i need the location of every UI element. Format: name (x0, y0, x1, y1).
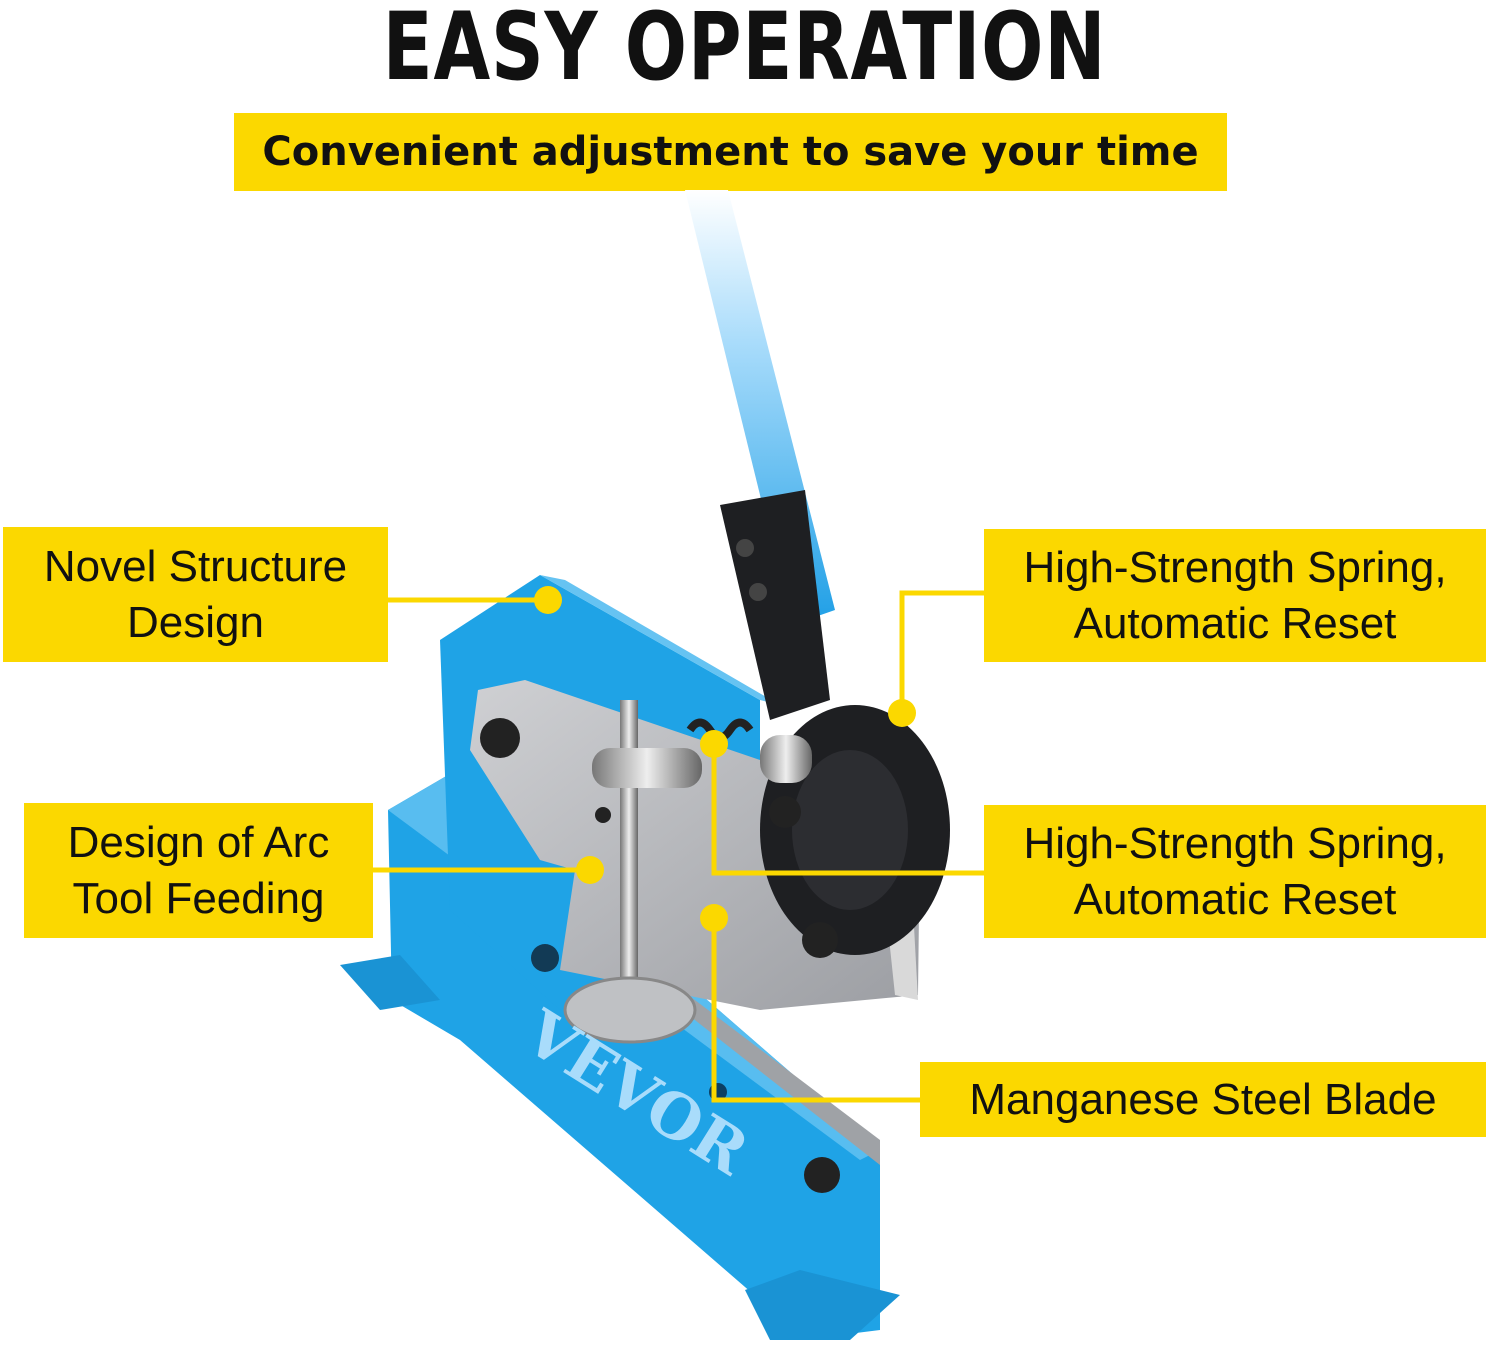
bolt-icon (736, 539, 754, 557)
callout-spring-bottom: High-Strength Spring, Automatic Reset (984, 805, 1486, 938)
bolt-icon (531, 944, 559, 972)
callout-dot-icon (576, 856, 604, 884)
callout-arc-tool-feeding: Design of Arc Tool Feeding (24, 803, 373, 938)
callout-dot-icon (534, 586, 562, 614)
bolt-icon (595, 807, 611, 823)
feed-bar (592, 748, 702, 788)
headline: EASY OPERATION (382, 0, 1107, 102)
spring-pin (760, 735, 812, 783)
callout-spring-bottom-text: High-Strength Spring, Automatic Reset (1023, 818, 1447, 924)
connector-blade (711, 918, 920, 1103)
callout-novel-structure: Novel Structure Design (3, 527, 388, 662)
hub-ring (792, 750, 908, 910)
callout-dot-icon (700, 904, 728, 932)
feed-wheel (563, 976, 697, 1044)
frame-edge (540, 575, 780, 705)
callout-blade: Manganese Steel Blade (920, 1062, 1486, 1137)
bolt-icon (804, 1157, 840, 1193)
base-foot-left (340, 955, 440, 1010)
callout-arc-tool-feeding-text: Design of Arc Tool Feeding (67, 817, 330, 923)
connector-spring-top (899, 590, 984, 713)
bolt-icon (769, 796, 801, 828)
connector-spring-bottom (711, 744, 984, 876)
feed-rod (620, 700, 638, 1000)
bolt-icon (802, 922, 838, 958)
bolt-icon (749, 583, 767, 601)
callout-dot-icon (888, 699, 916, 727)
callout-dot-icon (700, 730, 728, 758)
callout-spring-top: High-Strength Spring, Automatic Reset (984, 529, 1486, 662)
callout-blade-text: Manganese Steel Blade (969, 1074, 1437, 1124)
subtitle: Convenient adjustment to save your time (262, 129, 1199, 175)
subtitle-banner: Convenient adjustment to save your time (234, 113, 1227, 191)
callout-spring-top-text: High-Strength Spring, Automatic Reset (1023, 542, 1447, 648)
base-foot-right (745, 1270, 900, 1340)
callout-novel-structure-text: Novel Structure Design (43, 541, 348, 647)
bolt-icon (480, 718, 520, 758)
